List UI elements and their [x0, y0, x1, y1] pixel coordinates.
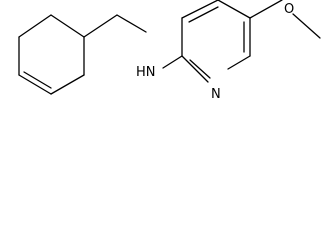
- pyridine-nitrogen-label: N: [211, 87, 221, 102]
- cyclohexene-ring: [18, 14, 85, 95]
- linker-bond: [116, 14, 147, 33]
- ring-bond: [50, 14, 85, 38]
- ring-double-bond: [188, 6, 219, 23]
- ring-bond: [18, 74, 52, 95]
- methoxy-group: [249, 0, 321, 39]
- methoxy-bond: [292, 13, 321, 39]
- ring-bond: [217, 0, 251, 19]
- ring-bond: [18, 14, 52, 38]
- chemical-structure-diagram: HN N O: [18, 0, 321, 102]
- ring-bond: [227, 55, 251, 70]
- ring-bond: [50, 74, 85, 95]
- ring-double-bond: [23, 71, 52, 89]
- ring-double-bond: [189, 59, 211, 79]
- methylene-linker: [83, 14, 183, 69]
- amine-nh-label: HN: [136, 65, 156, 80]
- ring-bond: [181, 55, 209, 83]
- methoxy-oxygen-label: O: [284, 2, 294, 17]
- pyridine-ring: [181, 0, 251, 83]
- linker-bond: [83, 14, 118, 38]
- methoxy-bond: [249, 0, 283, 19]
- ring-bond: [181, 0, 219, 19]
- linker-bond: [162, 55, 183, 69]
